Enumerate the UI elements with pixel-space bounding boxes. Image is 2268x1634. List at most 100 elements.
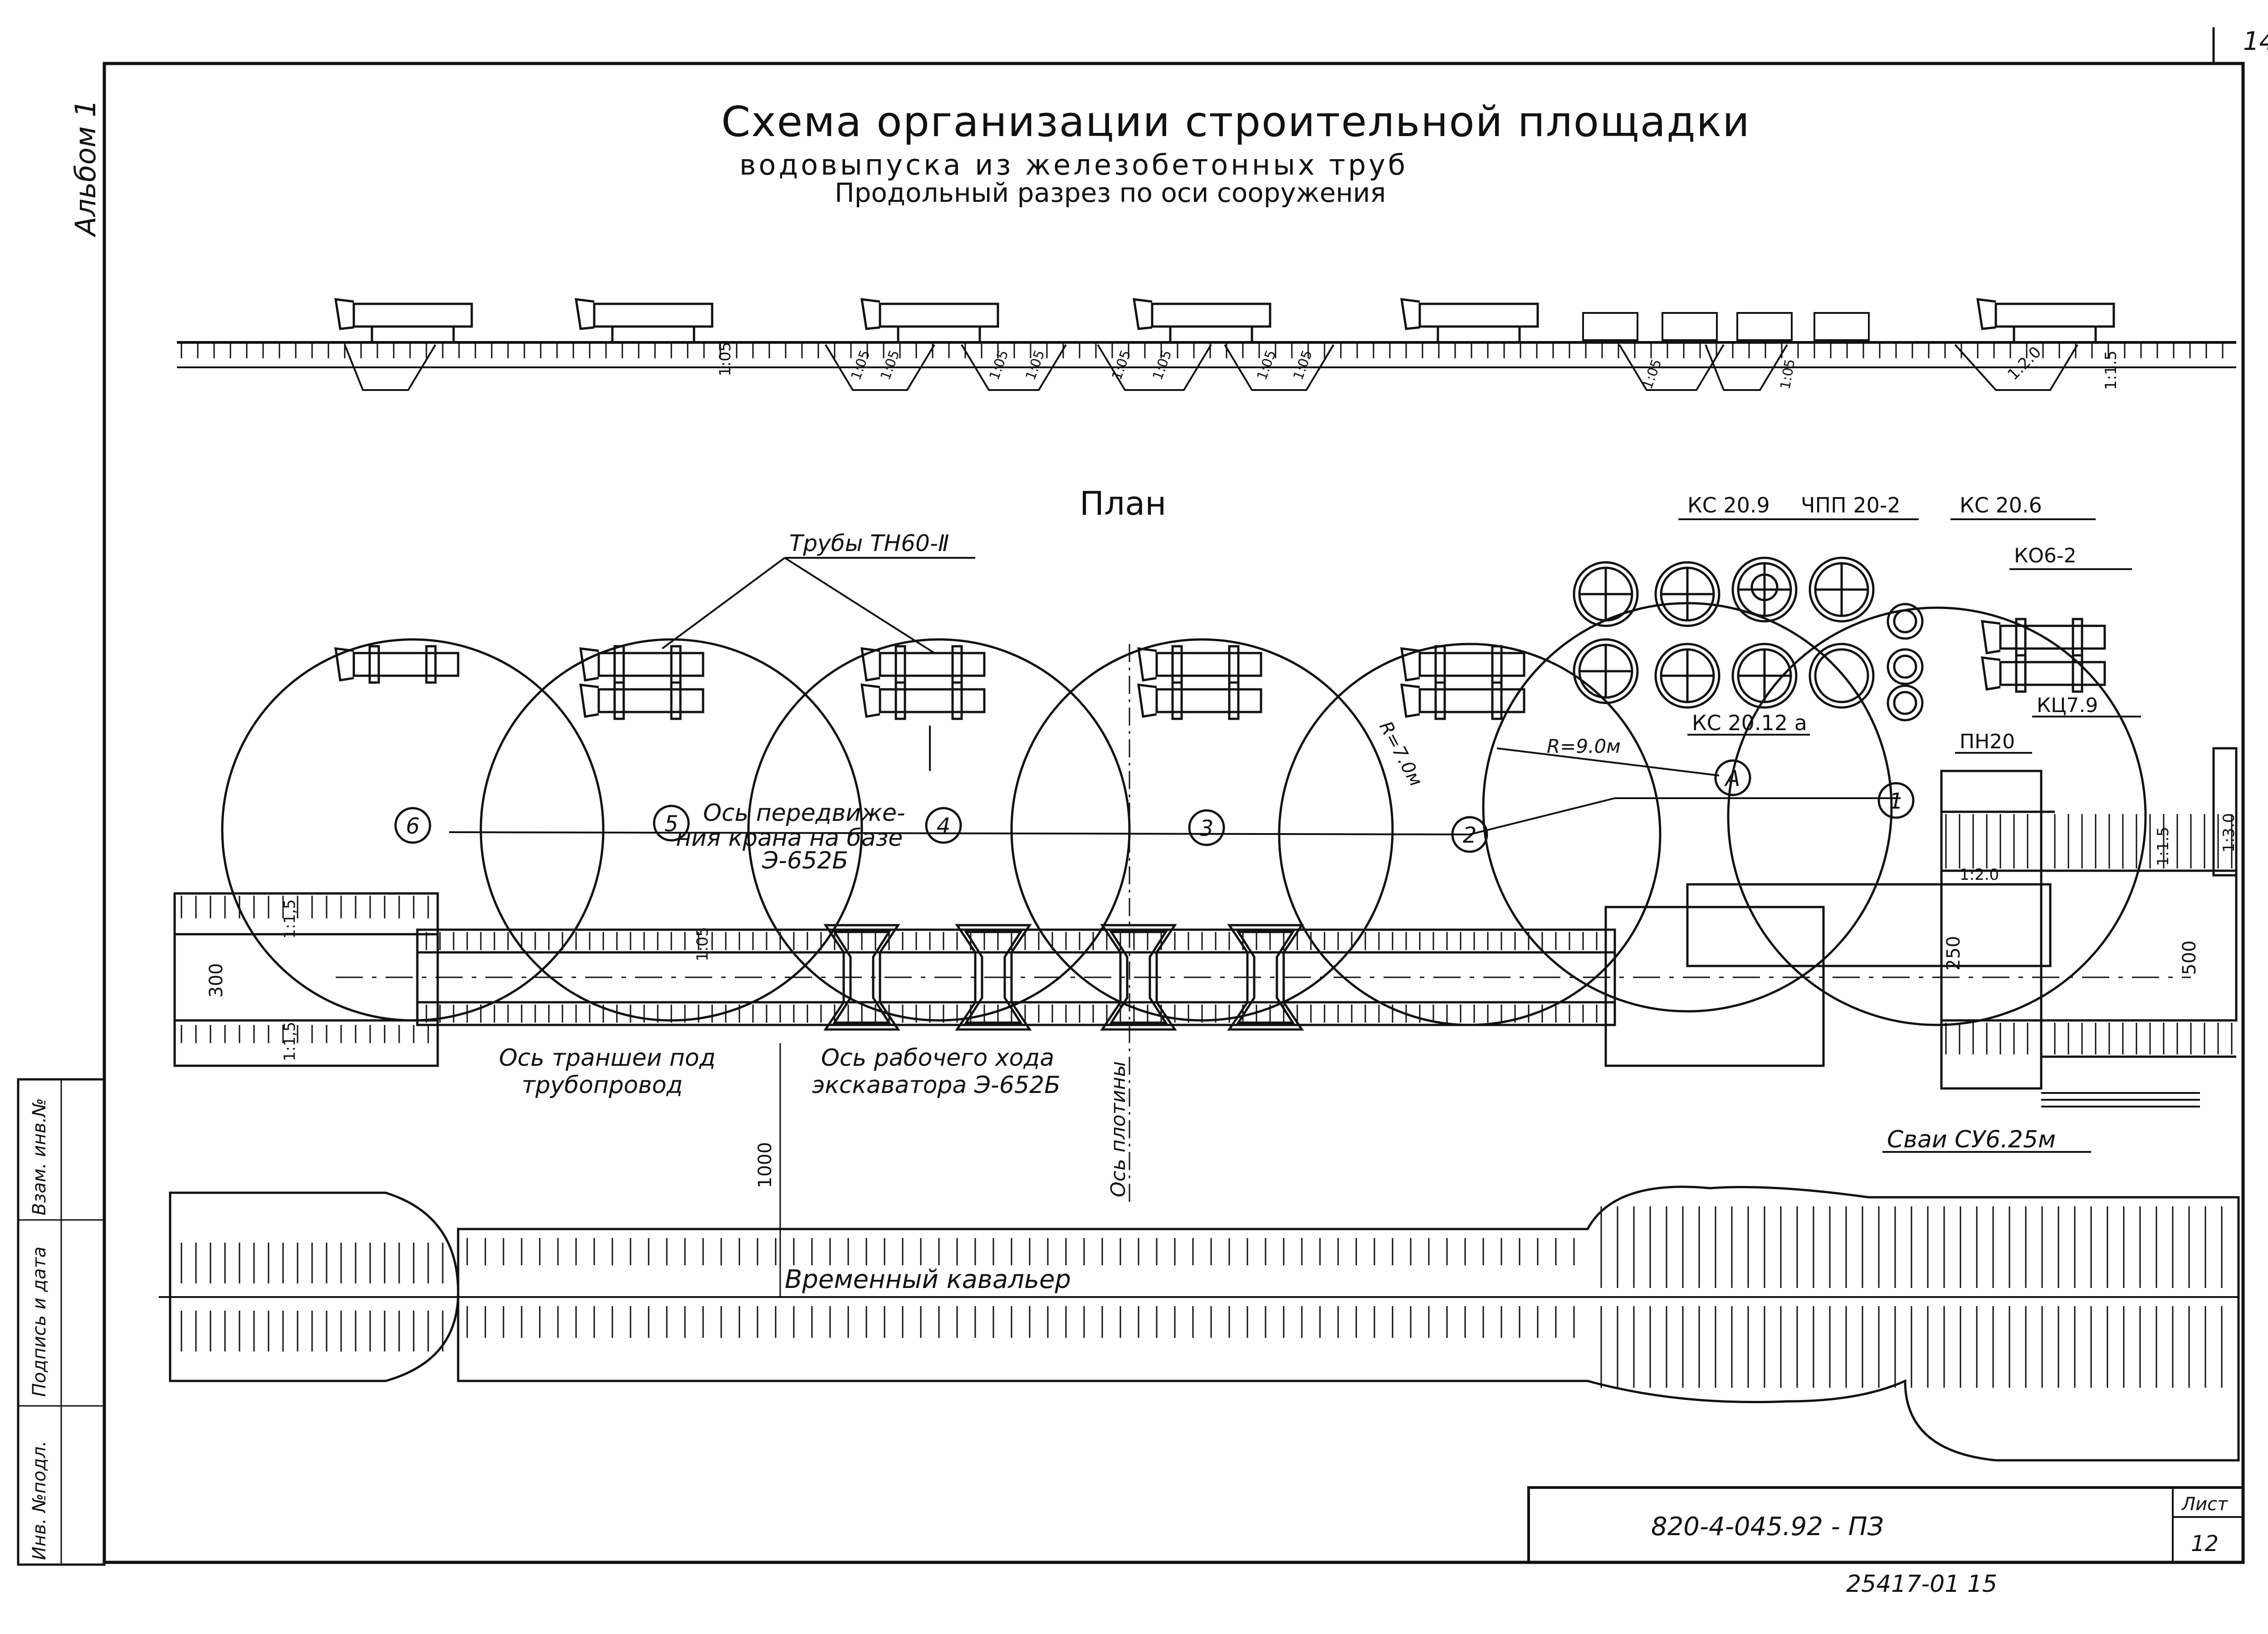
bottom-code: 25417-01 15 xyxy=(1846,1571,1997,1598)
trench xyxy=(173,747,2238,1090)
dim-300: 300 xyxy=(206,963,227,998)
slope-left-bot: 1:1,5 xyxy=(281,1022,299,1061)
section-slope-5: 1:05 xyxy=(1023,348,1048,382)
dim-250: 250 xyxy=(1943,936,1964,971)
support-block xyxy=(1227,924,1304,1031)
section-slope-3: 1:05 xyxy=(878,348,903,382)
label-r9: R=9.0м xyxy=(1547,735,1621,757)
label-kc79: КЦ7.9 xyxy=(2037,694,2098,717)
label-excavator-axis-2: экскаватора Э-652Б xyxy=(812,1072,1061,1099)
page-number: 14 xyxy=(2243,27,2268,56)
section-pipe xyxy=(1400,298,1539,342)
slope-trench: 1:05 xyxy=(694,927,712,961)
title-block xyxy=(1527,1486,2244,1564)
section-slope-13: 1:1.5 xyxy=(2102,351,2120,390)
section-pipe xyxy=(1133,298,1271,342)
plan-pipe xyxy=(860,681,986,720)
label-crane-axis-3: Э-652Б xyxy=(762,847,848,874)
ring-element xyxy=(1809,556,1875,623)
ring-element xyxy=(1654,561,1721,627)
label-dam-axis: Ось плотины xyxy=(1107,1061,1130,1197)
section-slope-9: 1:05 xyxy=(1290,348,1316,382)
label-ks209: КС 20.9 xyxy=(1687,493,1770,517)
station-marker-2: 2 xyxy=(1451,816,1488,853)
plan-pipe xyxy=(860,645,986,684)
title-line1: Схема организации строительной площадки xyxy=(721,98,1750,146)
title-line2: водовыпуска из железобетонных труб xyxy=(739,148,1408,181)
slope-right-20: 1:2.0 xyxy=(1960,866,1999,884)
side-stamp-col1: Инв. №подл. xyxy=(29,1441,50,1560)
dim-1000: 1000 xyxy=(755,1142,776,1188)
label-ks2012a: КС 20.12 а xyxy=(1692,711,1807,735)
plan-pipe xyxy=(1137,681,1262,720)
plan-pipe xyxy=(1137,645,1262,684)
small-ring-element xyxy=(1887,684,1924,722)
section-pipe xyxy=(860,298,999,342)
label-ks206: КС 20.6 xyxy=(1960,493,2042,517)
section-slope-1: 1:05 xyxy=(716,342,734,376)
slope-right-30: 1:3.0 xyxy=(2220,813,2238,853)
ring-element xyxy=(1731,556,1798,623)
small-ring-element xyxy=(1887,648,1924,685)
label-trench-axis-2: трубопровод xyxy=(522,1072,683,1099)
album-label: Альбом 1 xyxy=(69,99,102,238)
slope-right-15: 1:1.5 xyxy=(2154,827,2172,866)
station-marker-label: 3 xyxy=(1200,816,1214,841)
crane-reach-circles xyxy=(221,602,2147,1026)
section-slope-2: 1:05 xyxy=(848,348,874,382)
plan-pipe xyxy=(579,681,704,720)
label-piles: Сваи СУ6.25м xyxy=(1887,1126,2056,1153)
section-slope-4: 1:05 xyxy=(987,348,1012,382)
title-line3: Продольный разрез по оси сооружения xyxy=(835,177,1386,208)
side-stamp-col2: Подпись и дата xyxy=(29,1247,50,1397)
support-block xyxy=(1100,924,1177,1031)
ring-element xyxy=(1809,643,1875,709)
label-chpp202: ЧПП 20-2 xyxy=(1801,493,1901,517)
station-marker-6: 6 xyxy=(394,807,431,844)
slope-left-top: 1:1,5 xyxy=(281,899,299,939)
plan-pipe xyxy=(1400,681,1525,720)
label-pipes-tn60: Трубы ТН60-Ⅱ xyxy=(789,530,949,556)
dim-500: 500 xyxy=(2179,941,2200,975)
longitudinal-section: 1:05 1:05 1:05 1:05 1:05 1:05 1:05 1:05 … xyxy=(177,298,2236,391)
label-ko62: КО6-2 xyxy=(2014,544,2077,567)
label-trench-axis-1: Ось траншеи под xyxy=(499,1044,716,1072)
station-marker-label: А xyxy=(1724,766,1740,791)
ring-element xyxy=(1573,561,1639,627)
support-block xyxy=(955,924,1032,1031)
small-ring-element xyxy=(1887,603,1924,640)
plan-pipe xyxy=(579,645,704,684)
plan-heading: План xyxy=(1080,484,1166,522)
station-marker-label: 1 xyxy=(1889,789,1903,814)
section-pipe xyxy=(575,298,714,342)
label-crane-axis-2: ния крана на базе xyxy=(676,824,903,852)
label-r7: R=7.0м xyxy=(1375,718,1426,790)
station-marker-3: 3 xyxy=(1188,809,1225,846)
doc-code: 820-4-045.92 - ПЗ xyxy=(1651,1512,1884,1541)
section-slope-10: 1:05 xyxy=(1640,357,1665,391)
label-crane-axis-1: Ось передвиже- xyxy=(703,800,905,827)
support-block xyxy=(823,924,900,1031)
station-marker-a: А xyxy=(1714,759,1751,796)
station-marker-1: 1 xyxy=(1877,782,1915,819)
ring-element xyxy=(1731,643,1798,709)
spoil-bank xyxy=(159,644,2240,1462)
section-pipe xyxy=(1976,298,2115,342)
sheet-number: 12 xyxy=(2191,1531,2219,1556)
station-marker-4: 4 xyxy=(925,807,962,844)
section-slope-11: 1:05 xyxy=(1777,358,1798,390)
label-excavator-axis-1: Ось рабочего хода xyxy=(821,1044,1054,1072)
sheet-frame xyxy=(17,27,2245,1566)
station-marker-label: 4 xyxy=(937,814,951,839)
station-marker-label: 2 xyxy=(1463,823,1477,848)
ring-element xyxy=(1654,643,1721,709)
plan-pipe xyxy=(1981,654,2106,693)
station-marker-label: 6 xyxy=(406,814,420,839)
sheet-label: Лист xyxy=(2181,1494,2229,1515)
plan-pipe xyxy=(334,645,459,684)
section-slope-8: 1:05 xyxy=(1254,348,1280,382)
station-marker-5: 5 xyxy=(653,805,690,842)
ring-element xyxy=(1573,638,1639,704)
section-pipe xyxy=(334,298,473,342)
